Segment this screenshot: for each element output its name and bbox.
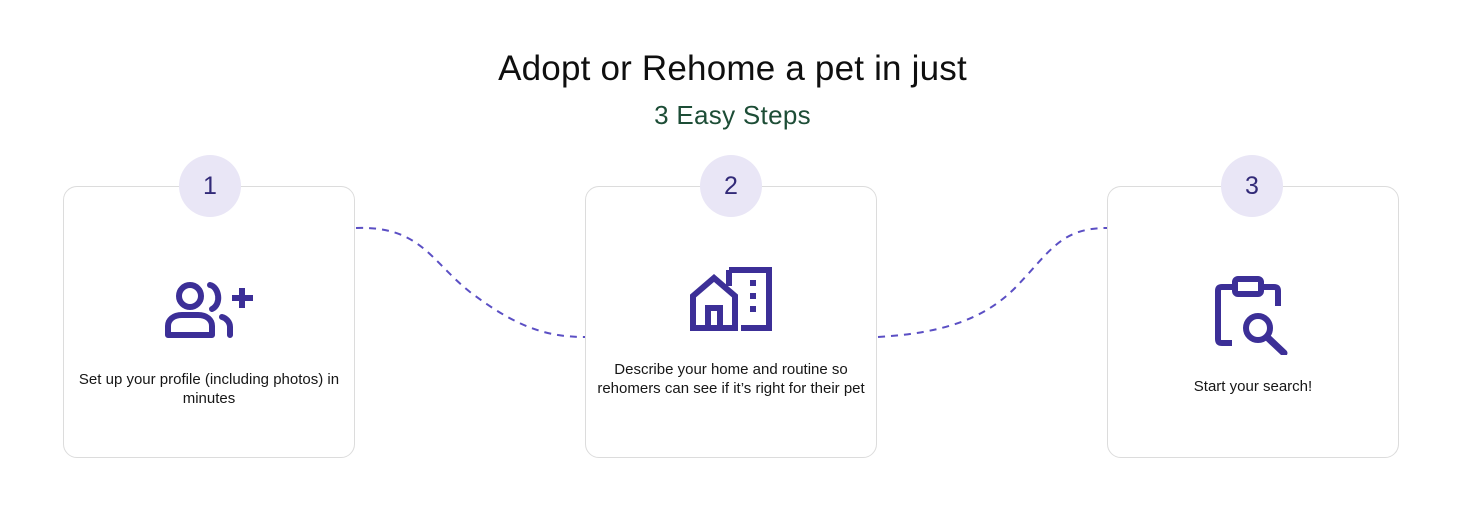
page-title: Adopt or Rehome a pet in just bbox=[498, 49, 967, 88]
home-building-icon bbox=[690, 267, 772, 331]
step-number-badge-1: 1 bbox=[179, 155, 241, 217]
step-number-badge-3: 3 bbox=[1221, 155, 1283, 217]
step-card-2 bbox=[585, 186, 877, 458]
page-subtitle: 3 Easy Steps bbox=[654, 100, 811, 130]
step-card-3 bbox=[1107, 186, 1399, 458]
connector-1-2 bbox=[355, 226, 586, 338]
connector-2-3 bbox=[877, 227, 1108, 338]
step-description-2: Describe your home and routine so rehome… bbox=[597, 361, 865, 397]
step-description-3: Start your search! bbox=[1193, 378, 1313, 395]
clipboard-search-icon bbox=[1215, 276, 1288, 355]
add-user-icon bbox=[165, 282, 253, 338]
step-description-1: Set up your profile (including photos) i… bbox=[78, 371, 340, 407]
step-number-badge-2: 2 bbox=[700, 155, 762, 217]
